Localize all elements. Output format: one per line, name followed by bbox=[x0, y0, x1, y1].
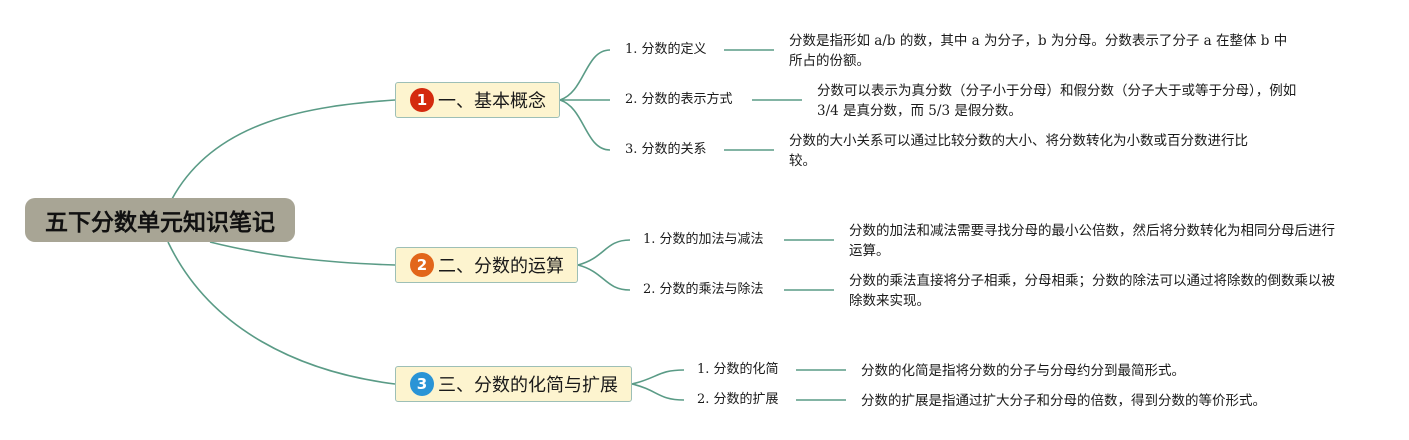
link-root-branch-1 bbox=[171, 99, 396, 200]
desc-b2-1: 分数的加法和减法需要寻找分母的最小公倍数，然后将分数转化为相同分母后进行运算。 bbox=[849, 223, 1335, 259]
topic-b3-2[interactable]: 2. 分数的扩展 bbox=[697, 392, 779, 407]
desc-b1-2: 分数可以表示为真分数（分子小于分母）和假分数（分子大于或等于分母），例如 3/4… bbox=[817, 83, 1297, 119]
link-b2-t2 bbox=[577, 264, 631, 291]
topic-b3-1[interactable]: 1. 分数的化简 bbox=[697, 362, 779, 377]
root-node[interactable]: 五下分数单元知识笔记 bbox=[25, 198, 295, 242]
topic-b1-2[interactable]: 2. 分数的表示方式 bbox=[625, 92, 733, 107]
link-b1-t3 bbox=[559, 99, 611, 151]
topic-b1-3[interactable]: 3. 分数的关系 bbox=[625, 142, 707, 157]
desc-b2-2: 分数的乘法直接将分子相乘，分母相乘；分数的除法可以通过将除数的倒数乘以被除数来实… bbox=[849, 273, 1335, 309]
topic-b2-2[interactable]: 2. 分数的乘法与除法 bbox=[643, 282, 764, 297]
desc-b3-2: 分数的扩展是指通过扩大分子和分母的倍数，得到分数的等价形式。 bbox=[861, 393, 1266, 409]
link-root-branch-3 bbox=[167, 241, 396, 385]
desc-b1-1: 分数是指形如 a/b 的数，其中 a 为分子，b 为分母。分数表示了分子 a 在… bbox=[789, 33, 1288, 69]
link-root-branch-2 bbox=[209, 241, 396, 266]
topic-b2-1[interactable]: 1. 分数的加法与减法 bbox=[643, 232, 764, 247]
branch-title-1: 一、基本概念 bbox=[438, 91, 546, 112]
number-badge-2: 2 bbox=[410, 253, 434, 277]
branch-title-2: 二、分数的运算 bbox=[438, 256, 564, 277]
branch-node-1[interactable]: 1 一、基本概念 bbox=[395, 82, 560, 118]
branch-node-2[interactable]: 2 二、分数的运算 bbox=[395, 247, 578, 283]
desc-b3-1: 分数的化简是指将分数的分子与分母约分到最简形式。 bbox=[861, 363, 1185, 379]
link-b1-t1 bbox=[559, 49, 611, 101]
branch-node-3[interactable]: 3 三、分数的化简与扩展 bbox=[395, 366, 632, 402]
link-b3-t1 bbox=[631, 369, 685, 385]
link-b3-t2 bbox=[631, 383, 685, 401]
branch-title-3: 三、分数的化简与扩展 bbox=[438, 375, 618, 396]
number-badge-1: 1 bbox=[410, 88, 434, 112]
number-badge-3: 3 bbox=[410, 372, 434, 396]
desc-b1-3: 分数的大小关系可以通过比较分数的大小、将分数转化为小数或百分数进行比较。 bbox=[789, 133, 1248, 169]
topic-b1-1[interactable]: 1. 分数的定义 bbox=[625, 42, 707, 57]
root-title: 五下分数单元知识笔记 bbox=[45, 210, 275, 236]
link-b2-t1 bbox=[577, 239, 631, 266]
